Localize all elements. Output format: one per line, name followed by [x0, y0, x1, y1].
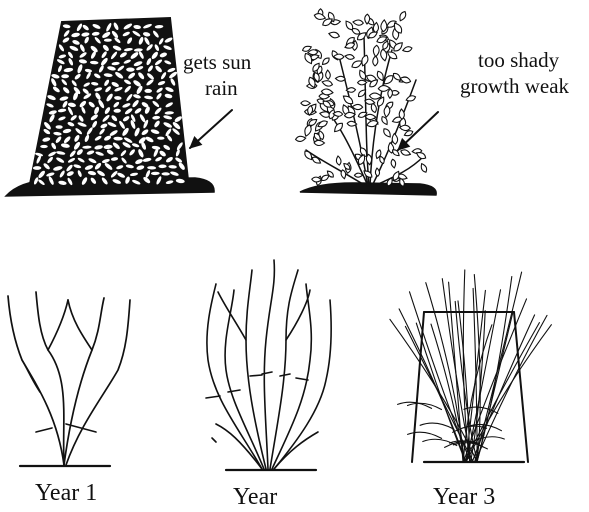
- hedge-leaf: [392, 133, 398, 144]
- year2-branch: [272, 284, 311, 469]
- year2-prune-cut: [250, 375, 262, 376]
- year3-shrub-drawing: [390, 270, 552, 462]
- hedge-leaf: [311, 156, 322, 165]
- year2-shrub-drawing: [206, 260, 331, 470]
- hedge-leaf: [390, 159, 396, 168]
- year1-branch: [68, 300, 92, 350]
- hedge-leaf: [373, 45, 380, 57]
- year3-side-shoot: [420, 423, 454, 429]
- sunny-hedge-label-line2: rain: [205, 76, 238, 100]
- hedge-leaf: [344, 20, 355, 32]
- year2-branch: [246, 270, 266, 469]
- year3-trim-guide-left: [412, 312, 424, 462]
- year2-branch: [270, 270, 298, 469]
- year2-prune-cut: [296, 378, 308, 380]
- hedge-leaf: [40, 145, 48, 148]
- year3-caption: Year 3: [433, 484, 495, 512]
- hedge-leaf: [303, 149, 314, 161]
- hedge-leaf: [402, 46, 412, 53]
- year2-branch: [264, 260, 274, 469]
- hedge-leaf: [375, 168, 380, 177]
- year1-branch: [8, 296, 64, 465]
- hedge-leaf: [301, 101, 310, 106]
- year3-side-shoot: [408, 403, 442, 409]
- year3-side-shoot: [408, 432, 442, 438]
- hedge-leaf: [321, 56, 331, 66]
- year1-branch: [36, 292, 64, 465]
- hedge-leaf: [314, 12, 326, 20]
- hedge-leaf: [353, 19, 364, 25]
- hedge-leaf: [333, 121, 345, 133]
- year1-branch: [64, 298, 104, 465]
- hedge-leaf: [382, 127, 392, 138]
- hedge-leaf: [372, 56, 378, 66]
- hedge-leaf: [398, 10, 407, 22]
- hedge-leaf: [335, 76, 345, 81]
- hedge-leaf: [322, 79, 334, 87]
- sunny-hedge-label-line1: gets sun: [183, 50, 251, 74]
- shady-hedge-label-line2: growth weak: [460, 74, 569, 98]
- hedge-leaf: [336, 156, 342, 166]
- year1-branch: [22, 360, 40, 392]
- hedge-leaf: [144, 89, 152, 93]
- year2-prune-cut: [212, 438, 216, 442]
- year1-shrub-drawing: [8, 292, 130, 466]
- hedge-leaf: [405, 95, 416, 103]
- hedge-leaf: [400, 149, 411, 157]
- year3-branch: [399, 309, 466, 461]
- year2-prune-cut: [262, 372, 272, 374]
- hedge-leaf: [392, 72, 402, 82]
- hedge-leaf: [420, 163, 429, 174]
- year1-prune-cut: [36, 428, 52, 432]
- year1-caption: Year 1: [35, 480, 97, 508]
- hedge-leaf: [325, 70, 330, 79]
- year2-caption: Year: [233, 484, 277, 512]
- hedge-leaf: [126, 68, 134, 72]
- hedge-leaf: [354, 173, 362, 177]
- hedge-leaf: [380, 115, 389, 125]
- year2-prune-cut: [206, 396, 220, 398]
- year1-branch: [66, 300, 130, 465]
- hedge-leaf: [295, 136, 306, 142]
- dense-hedge-silhouette: [30, 18, 188, 184]
- year2-prune-cut: [228, 390, 240, 392]
- year2-prune-cut: [280, 374, 290, 376]
- hedge-leaf: [388, 89, 393, 98]
- hedge-leaf: [360, 54, 369, 67]
- hedge-leaf: [383, 106, 390, 118]
- year1-branch: [48, 300, 68, 350]
- sparse-hedge-illustration: [295, 9, 436, 195]
- year2-branch: [225, 290, 264, 469]
- hedge-leaf: [345, 54, 355, 60]
- shady-hedge-label-line1: too shady: [478, 48, 559, 72]
- hedge-leaf: [328, 31, 340, 39]
- hedge-leaf: [399, 76, 411, 85]
